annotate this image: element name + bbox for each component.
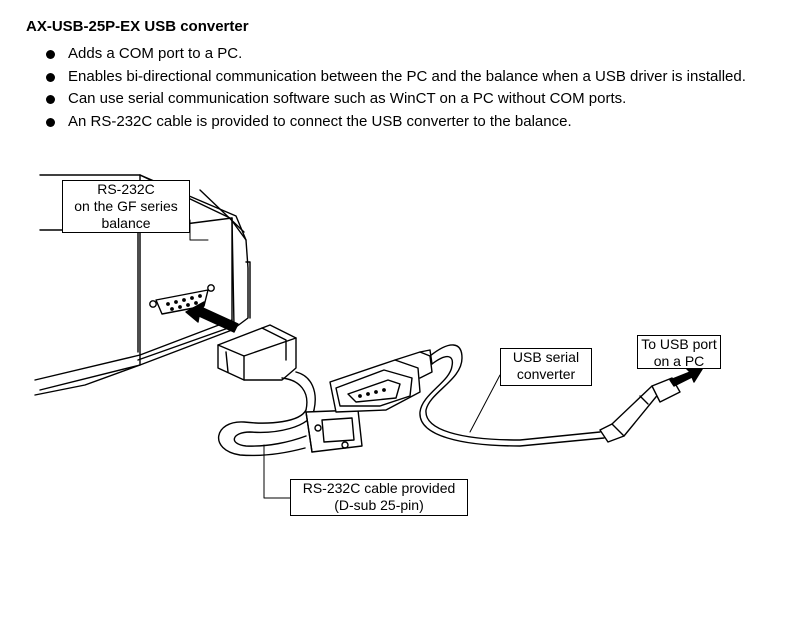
label-cable-line2: (D-sub 25-pin) — [334, 497, 424, 513]
feature-list: Adds a COM port to a PC. Enables bi-dire… — [46, 43, 766, 133]
label-converter-line2: converter — [516, 366, 576, 382]
rs232c-cable-illustration — [217, 324, 363, 457]
label-rs232c-cable: RS-232C cable provided (D-sub 25-pin) — [290, 479, 468, 516]
label-usb-port: To USB port on a PC — [637, 335, 721, 369]
label-balance-line3: balance — [101, 215, 151, 231]
list-item: An RS-232C cable is provided to connect … — [46, 111, 766, 134]
label-balance: RS-232C on the GF series balance — [62, 180, 190, 233]
bullet-text: Adds a COM port to a PC. — [68, 45, 243, 62]
usb-converter-illustration — [329, 344, 705, 447]
leader-lines — [189, 219, 501, 499]
label-balance-line1: RS-232C — [97, 181, 155, 197]
insert-arrow-icon — [185, 301, 239, 333]
label-usb-converter: USB serial converter — [500, 348, 592, 386]
bullet-icon — [46, 95, 55, 104]
bullet-icon — [46, 50, 55, 59]
label-usb-port-line2: on a PC — [653, 353, 705, 369]
bullet-icon — [46, 72, 55, 82]
bullet-text: An RS-232C cable is provided to connect … — [68, 112, 572, 130]
bullet-text: Can use serial communication software su… — [68, 90, 627, 107]
list-item: Adds a COM port to a PC. — [46, 43, 766, 66]
page-title: AX-USB-25P-EX USB converter — [26, 18, 249, 35]
bullet-icon — [46, 117, 55, 127]
list-item: Enables bi-directional communication bet… — [46, 66, 766, 89]
bullet-text: Enables bi-directional communication bet… — [68, 67, 746, 85]
usb-direction-arrow-icon — [669, 365, 705, 387]
label-balance-line2: on the GF series — [74, 198, 178, 214]
label-converter-line1: USB serial — [512, 349, 580, 365]
label-cable-line1: RS-232C cable provided — [302, 480, 456, 496]
list-item: Can use serial communication software su… — [46, 88, 766, 111]
label-usb-port-line1: To USB port — [641, 336, 717, 352]
